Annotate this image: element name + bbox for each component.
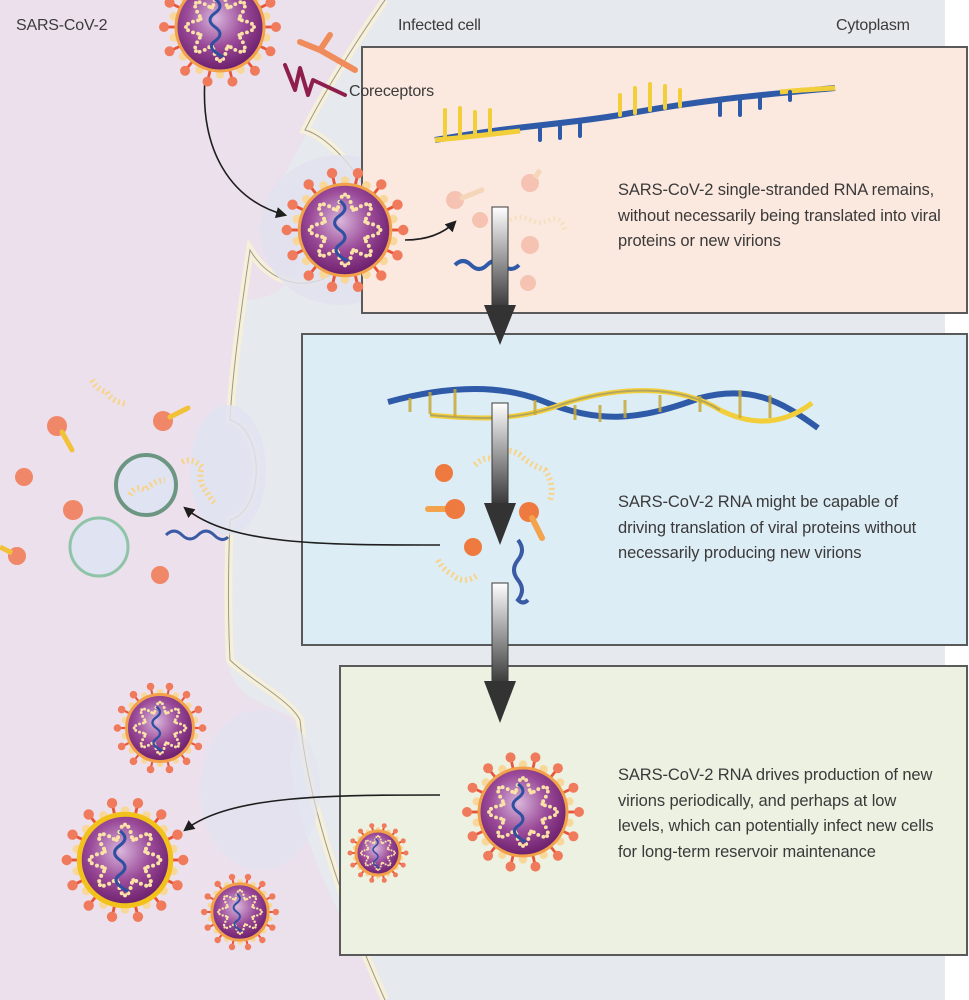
- virion-budding-icon: [347, 823, 409, 883]
- budding-pocket: [200, 710, 320, 870]
- flow-arrow-3: [484, 582, 516, 723]
- panel-virion-production-text: SARS-CoV-2 RNA drives production of new …: [618, 766, 934, 861]
- cytoplasm-label: Cytoplasm: [836, 17, 910, 34]
- virion-extracellular-top-icon: [159, 0, 281, 87]
- flow-arrow-2: [484, 402, 516, 545]
- virion-released-2-icon: [61, 798, 189, 922]
- panel-protein-translation: [301, 333, 968, 646]
- single-stranded-rna-icon: [434, 82, 836, 143]
- coreceptors-label: Coreceptors: [349, 83, 434, 100]
- virion-released-3-icon: [200, 873, 280, 951]
- virus-label: SARS-CoV-2: [16, 17, 108, 34]
- panel-rna-persistence-text: SARS-CoV-2 single-stranded RNA remains, …: [618, 181, 941, 250]
- virion-release-arrow: [183, 794, 441, 832]
- virion-endocytosed-icon: [281, 168, 409, 292]
- infected-cell-label: Infected cell: [398, 17, 481, 34]
- panel-virion-production: [339, 665, 968, 956]
- virion-new-icon: [462, 752, 584, 872]
- uncoating-arrow: [404, 220, 457, 241]
- faded-viral-proteins: [446, 168, 568, 291]
- virion-released-1-icon: [113, 682, 207, 774]
- flow-arrow-1: [484, 206, 516, 345]
- extracellular-proteins: [0, 378, 230, 584]
- extracellular-vesicles: [68, 453, 178, 578]
- exocytic-pocket: [190, 405, 266, 535]
- entry-arrow: [203, 77, 288, 219]
- viral-proteins: [425, 448, 555, 605]
- protein-export-arrow: [183, 506, 441, 546]
- panel-protein-translation-text: SARS-CoV-2 RNA might be capable of drivi…: [618, 493, 917, 562]
- coreceptor-icon: [283, 32, 358, 97]
